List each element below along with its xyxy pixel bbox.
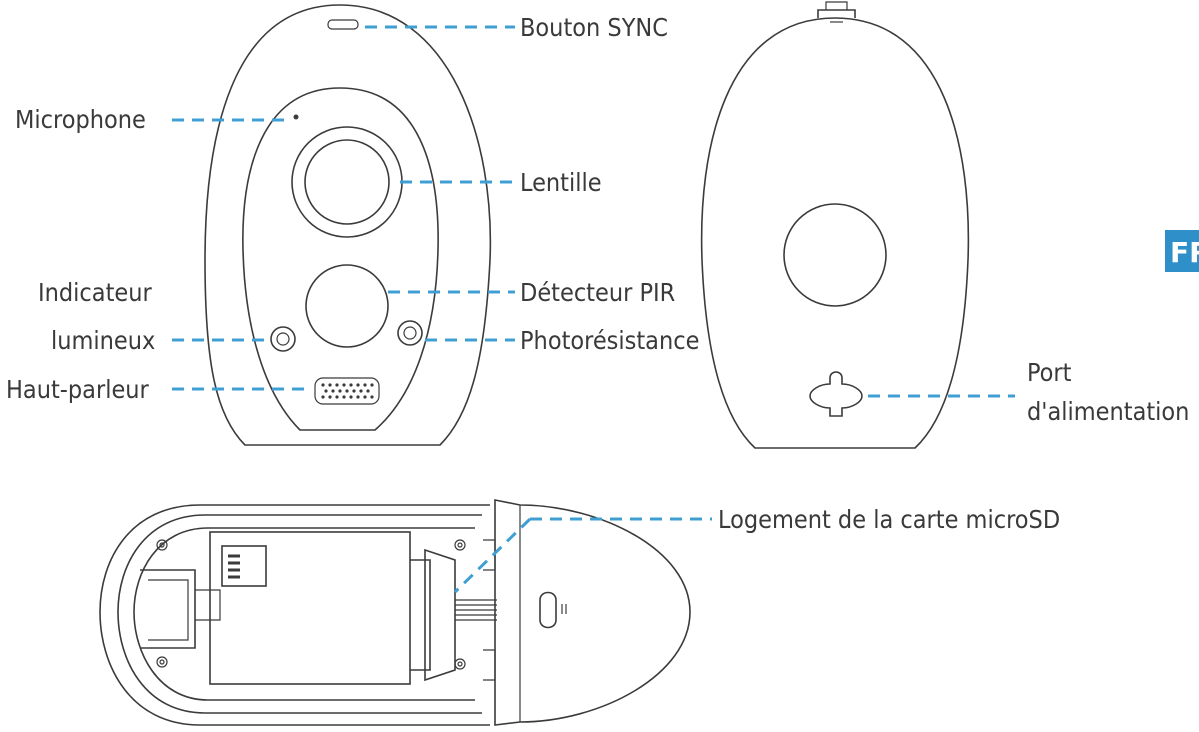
label-photoresistor: Photorésistance <box>520 326 699 355</box>
language-tab: FR <box>1165 230 1199 272</box>
label-speaker: Haut-parleur <box>6 375 150 404</box>
sync-button-part <box>327 19 359 30</box>
language-tab-label: FR <box>1170 236 1199 269</box>
microphone-hole <box>293 114 299 120</box>
label-power-port-line2: d'alimentation <box>1027 397 1189 426</box>
lens-outer <box>291 126 403 238</box>
label-pir-detector: Détecteur PIR <box>520 278 675 307</box>
camera-front-view <box>204 4 492 446</box>
pir-sensor <box>305 264 389 348</box>
lens-inner <box>304 139 390 225</box>
indicator-light <box>270 326 296 352</box>
label-power-port-line1: Port <box>1027 358 1072 387</box>
photoresistor <box>397 320 423 346</box>
power-port <box>809 371 863 417</box>
label-indicator-line2: lumineux <box>51 326 155 355</box>
label-microsd-slot: Logement de la carte microSD <box>718 505 1060 534</box>
label-sync-button: Bouton SYNC <box>520 13 668 42</box>
label-lens: Lentille <box>520 168 602 197</box>
leader-lines <box>172 25 1015 594</box>
back-mount-circle <box>783 203 887 307</box>
battery <box>209 531 411 685</box>
camera-open-view <box>99 499 691 726</box>
label-indicator-line1: Indicateur <box>38 278 152 307</box>
camera-back-view <box>700 1 970 449</box>
labels: Bouton SYNC Microphone Lentille Indicate… <box>6 13 1189 534</box>
label-microphone: Microphone <box>15 105 146 134</box>
speaker-grill <box>314 377 380 405</box>
